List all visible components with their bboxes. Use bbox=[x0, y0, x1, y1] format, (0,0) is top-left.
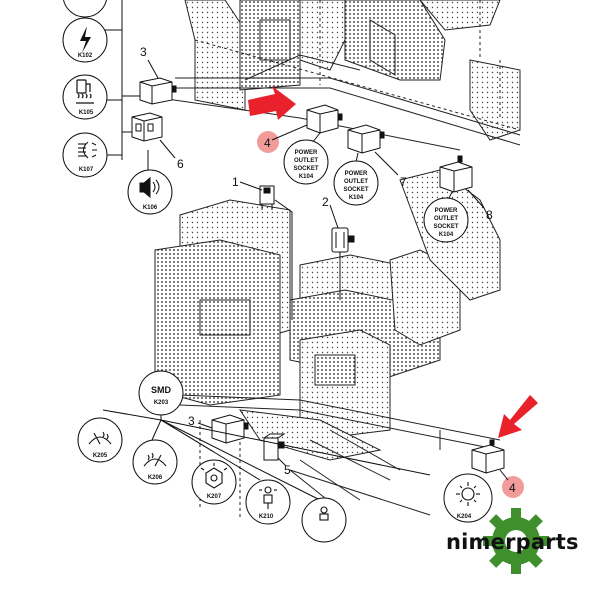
callout-8: 8 bbox=[486, 208, 493, 222]
power-outlet-socket-1: POWER OUTLET SOCKET K104 bbox=[283, 139, 329, 185]
callout-6: 6 bbox=[177, 157, 184, 171]
work-light-icon bbox=[259, 486, 277, 509]
rear-wiper-icon bbox=[143, 452, 167, 467]
fuel-pump-heat-icon bbox=[76, 79, 94, 104]
k206-label: K206 bbox=[148, 475, 163, 481]
power1-line4: K104 bbox=[299, 174, 314, 180]
relay-3-bottom bbox=[211, 414, 249, 444]
marker-4-bottom bbox=[502, 476, 524, 498]
symbol-partial bbox=[301, 497, 347, 543]
symbol-k205: K205 bbox=[77, 417, 123, 463]
smd-code: K203 bbox=[154, 400, 169, 406]
symbol-k102: K102 bbox=[62, 17, 108, 63]
rotating-beacon-icon bbox=[456, 482, 480, 506]
fuse-part-1 bbox=[259, 185, 275, 210]
power2-line1: POWER bbox=[345, 171, 368, 177]
fog-light-icon bbox=[78, 141, 97, 159]
symbol-k210: K210 bbox=[245, 479, 291, 525]
person-icon bbox=[319, 506, 329, 521]
power2-line4: K104 bbox=[349, 195, 364, 201]
fuse-part-2 bbox=[331, 227, 355, 253]
power3-line3: SOCKET bbox=[433, 224, 458, 230]
callout-5: 5 bbox=[284, 463, 291, 477]
smd-k203: SMD K203 bbox=[138, 370, 184, 416]
power1-line2: OUTLET bbox=[294, 158, 318, 164]
relay-3-top bbox=[139, 77, 177, 105]
nimerparts-gear-logo bbox=[483, 508, 549, 574]
k107-label: K107 bbox=[79, 167, 94, 173]
k102-label: K102 bbox=[78, 53, 93, 59]
wiper-icon bbox=[88, 431, 112, 445]
upper-fusebox bbox=[159, 0, 521, 151]
k205-label: K205 bbox=[93, 453, 108, 459]
callout-2: 2 bbox=[322, 195, 329, 209]
callout-1: 1 bbox=[232, 175, 239, 189]
symbol-k204: K204 bbox=[443, 473, 493, 523]
callout-3-top: 3 bbox=[140, 45, 147, 59]
relay-4-bottom bbox=[471, 439, 505, 474]
power1-line1: POWER bbox=[295, 150, 318, 156]
red-arrow-bottom bbox=[498, 395, 538, 438]
lower-fusebox bbox=[154, 169, 501, 520]
k210-label: K210 bbox=[259, 514, 274, 520]
k204-label: K204 bbox=[457, 514, 472, 520]
callout-3-bottom: 3 bbox=[188, 414, 195, 428]
callout-4-bottom: 4 bbox=[509, 481, 516, 495]
brand-name: nimerparts bbox=[446, 530, 579, 554]
k106-label: K106 bbox=[143, 205, 158, 211]
power2-line2: OUTLET bbox=[344, 179, 368, 185]
symbol-k206: K206 bbox=[132, 439, 178, 485]
power3-line2: OUTLET bbox=[434, 216, 458, 222]
callout-4-top: 4 bbox=[264, 136, 271, 150]
power3-line4: K104 bbox=[439, 232, 454, 238]
smd-title: SMD bbox=[151, 385, 172, 395]
symbol-k105: K105 bbox=[62, 74, 108, 120]
power1-line3: SOCKET bbox=[293, 166, 318, 172]
beacon-icon bbox=[200, 463, 228, 489]
relay-7 bbox=[347, 124, 385, 154]
symbol-k207: K207 bbox=[191, 459, 237, 505]
power2-line3: SOCKET bbox=[343, 187, 368, 193]
symbol-k107: K107 bbox=[62, 132, 108, 178]
symbol-k106: K106 bbox=[127, 169, 173, 215]
lightning-icon bbox=[80, 26, 91, 53]
red-arrow-top bbox=[248, 86, 296, 120]
relay-6 bbox=[131, 112, 163, 142]
power-outlet-socket-3: POWER OUTLET SOCKET K104 bbox=[423, 197, 469, 243]
marker-4-top bbox=[257, 131, 279, 153]
horn-icon bbox=[139, 176, 160, 199]
power3-line1: POWER bbox=[435, 208, 458, 214]
symbol-circle-top bbox=[63, 0, 107, 18]
power-outlet-socket-2: POWER OUTLET SOCKET K104 bbox=[333, 160, 379, 206]
k105-label: K105 bbox=[79, 110, 94, 116]
relay-8 bbox=[439, 155, 473, 193]
relay-4-top bbox=[306, 104, 343, 134]
callout-7: 7 bbox=[400, 175, 407, 189]
k207-label: K207 bbox=[207, 494, 222, 500]
